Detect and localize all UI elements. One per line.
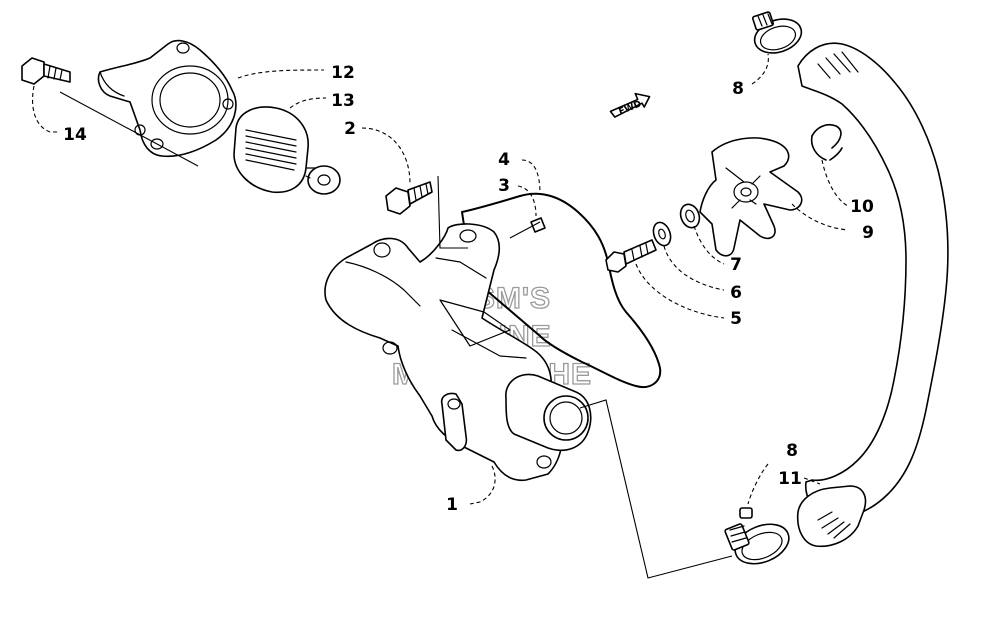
part-7-seal-washer[interactable] (677, 202, 702, 231)
callout-labels: 1 2 3 4 5 6 7 8 8 9 10 11 12 13 14 (63, 63, 874, 515)
part-11-coolant-hose[interactable] (796, 42, 949, 548)
callout-6: 6 (730, 283, 742, 303)
callout-11: 11 (778, 469, 802, 489)
callout-4: 4 (498, 150, 510, 170)
part-9-impeller[interactable] (699, 137, 803, 257)
part-10-snap-ring[interactable] (810, 123, 843, 161)
callout-8-upper: 8 (732, 79, 744, 99)
callout-8-lower: 8 (786, 441, 798, 461)
callout-13: 13 (331, 91, 355, 111)
callout-10: 10 (850, 197, 874, 217)
callout-12: 12 (331, 63, 355, 83)
part-3-dowel-pin[interactable] (530, 217, 546, 233)
leader-lines (32, 53, 849, 579)
callout-2: 2 (344, 119, 356, 139)
part-8-hose-clamp-lower[interactable] (724, 507, 795, 571)
part-5-impeller-bolt[interactable] (605, 239, 657, 273)
part-6-washer[interactable] (650, 220, 673, 248)
part-12-thermostat-cover[interactable] (97, 39, 237, 158)
part-2-bolt[interactable] (385, 181, 433, 215)
callout-1: 1 (446, 495, 458, 515)
part-13-thermostat[interactable] (233, 106, 341, 195)
part-8-hose-clamp-upper[interactable] (750, 11, 806, 59)
callout-9: 9 (862, 223, 874, 243)
callout-7: 7 (730, 255, 742, 275)
part-14-bolt[interactable] (21, 57, 71, 85)
part-1-water-pump-housing[interactable] (324, 223, 592, 482)
callout-5: 5 (730, 309, 742, 329)
callout-3: 3 (498, 176, 510, 196)
callout-14: 14 (63, 125, 87, 145)
forward-direction-arrow: FWD (609, 92, 651, 118)
fwd-arrow-text: FWD (617, 99, 643, 117)
